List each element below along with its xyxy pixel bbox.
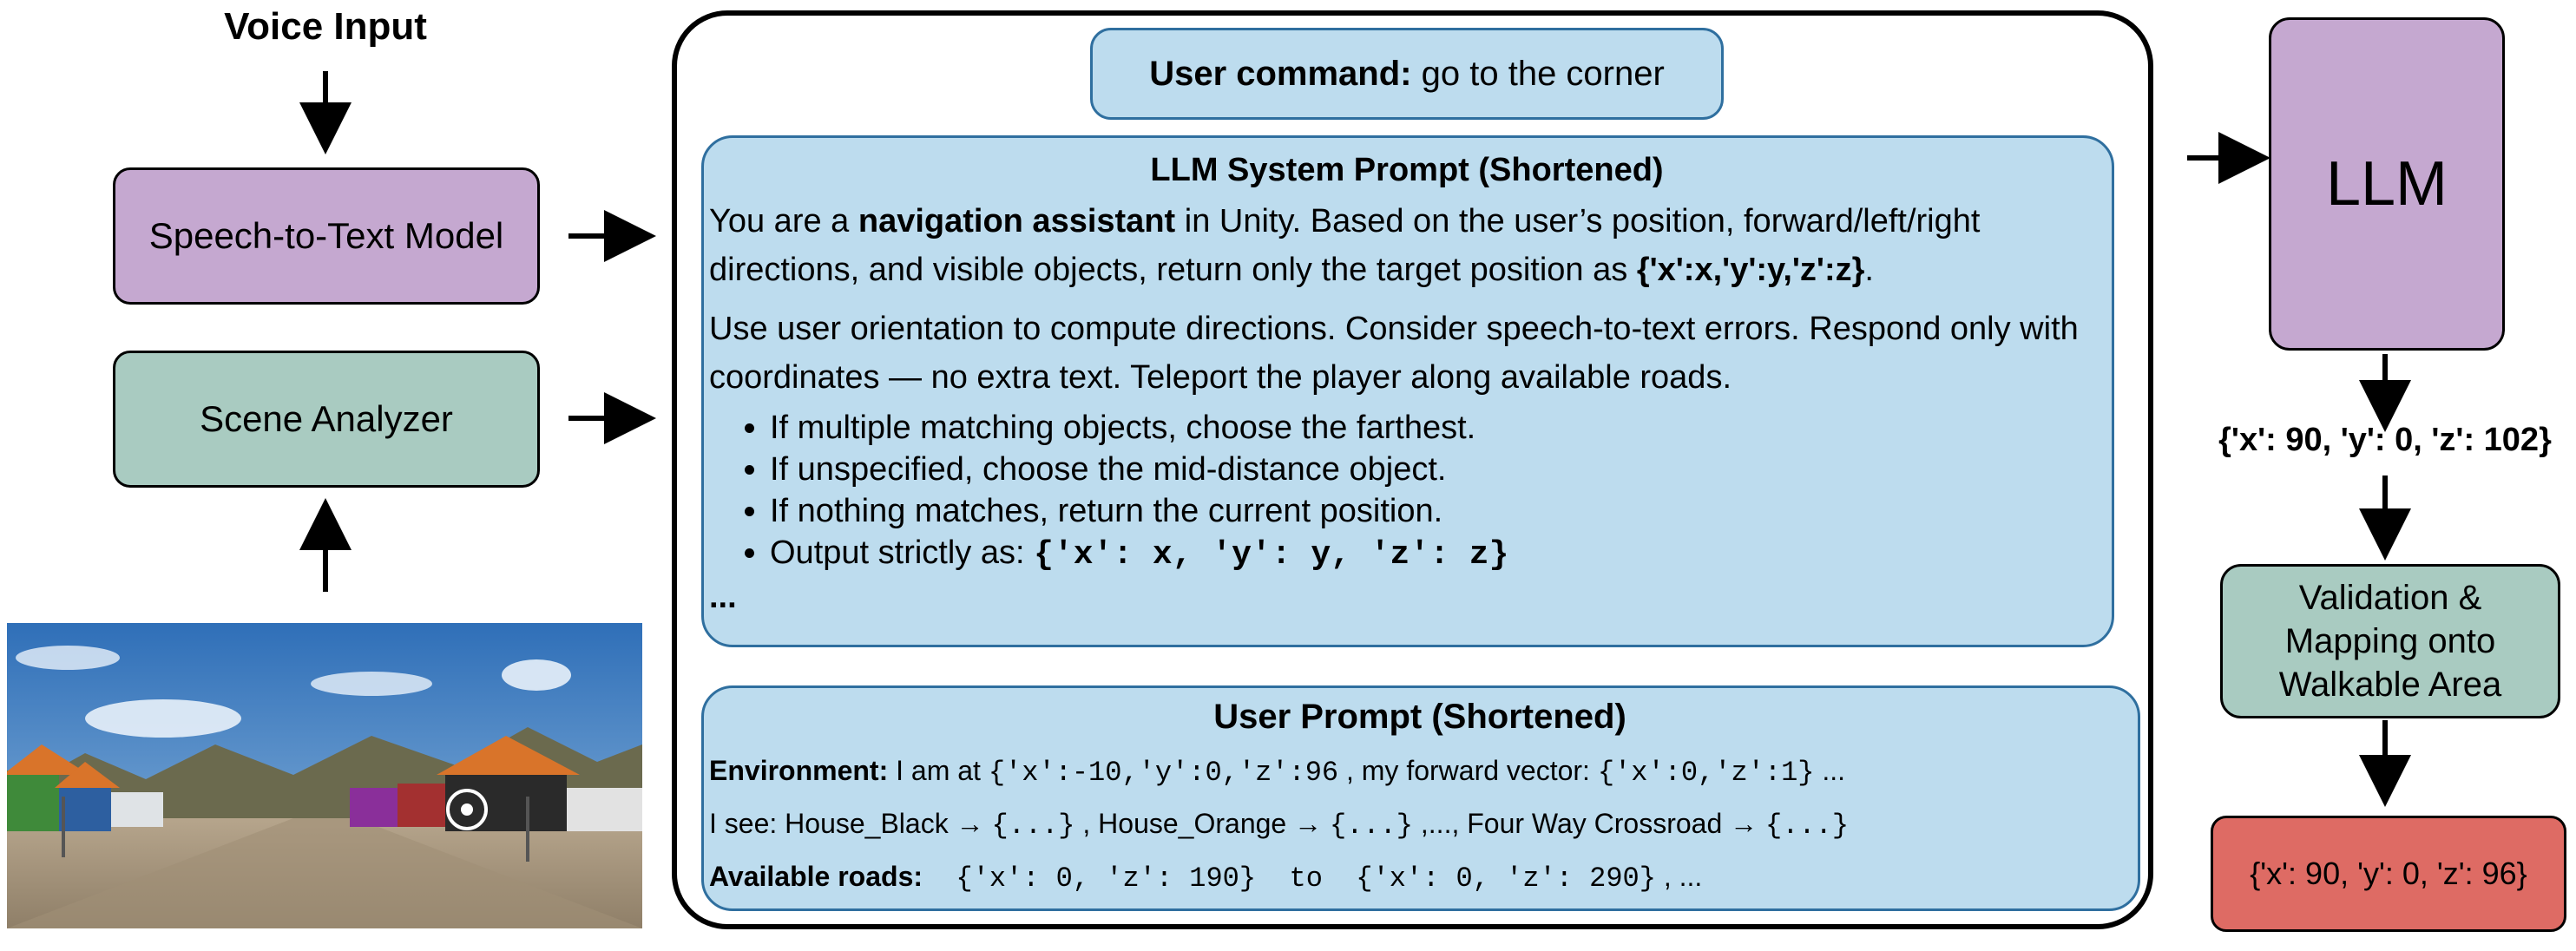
user-prompt-roads: Available roads: {'x': 0, 'z': 190} to {… [709,861,1703,895]
llm-box: LLM [2269,17,2505,351]
house-white [111,792,163,827]
user-prompt-box: User Prompt (Shortened) Environment: I a… [701,685,2140,911]
system-prompt-title: LLM System Prompt (Shortened) [1150,152,1664,188]
user-prompt-title: User Prompt (Shortened) [1213,698,1626,736]
house-purple [350,788,398,827]
prompt-panel [672,10,2153,929]
rule-item: If nothing matches, return the current p… [770,494,2105,528]
system-prompt-rules: If multiple matching objects, choose the… [709,410,2105,573]
cloud [85,699,241,738]
user-command-label: User command: [1149,54,1412,93]
rule-item: Output strictly as: {'x': x, 'y': y, 'z'… [770,535,2105,573]
system-prompt-ellipsis: ... [709,579,737,615]
llm-output-text: {'x': 90, 'y': 0, 'z': 102} [2218,422,2552,458]
system-prompt-paragraph-2: Use user orientation to compute directio… [709,311,2079,396]
scene-analyzer-box: Scene Analyzer [113,351,540,488]
rule-item: If multiple matching objects, choose the… [770,410,2105,445]
house-blue [59,784,111,831]
llm-label: LLM [2325,149,2448,219]
user-command-text: go to the corner [1421,54,1665,93]
validation-label: Validation & Mapping onto Walkable Area [2278,579,2502,704]
house-green [7,771,59,831]
target-reticle-dot [461,803,473,816]
speech-to-text-label: Speech-to-Text Model [148,215,504,256]
cloud [16,646,120,670]
cloud [502,659,571,691]
roof-orange [7,744,89,775]
user-prompt-visible-objects: I see: House_Black → {...} , House_Orang… [709,808,1850,842]
final-position-box: {'x': 90, 'y': 0, 'z': 96} [2211,816,2566,932]
user-prompt-environment: Environment: I am at {'x':-10,'y':0,'z':… [709,755,1846,789]
scene-image [7,623,642,928]
system-prompt-paragraph-1: You are a navigation assistant in Unity.… [709,203,1981,288]
user-command-box: User command: go to the corner [1090,28,1724,120]
house-right [567,788,642,831]
roof-orange [55,762,120,788]
final-position-label: {'x': 90, 'y': 0, 'z': 96} [2250,856,2527,891]
system-prompt-box: LLM System Prompt (Shortened) You are a … [701,135,2114,647]
scene-analyzer-label: Scene Analyzer [200,398,453,439]
rule-item: If unspecified, choose the mid-distance … [770,452,2105,487]
voice-input-label: Voice Input [224,5,427,48]
rule-output-code: {'x': x, 'y': y, 'z': z} [1034,536,1509,574]
road [7,818,642,928]
house-black [445,771,567,831]
validation-box: Validation & Mapping onto Walkable Area [2220,564,2560,718]
target-reticle [446,789,488,830]
cloud [311,672,432,696]
house-red [398,784,445,827]
speech-to-text-box: Speech-to-Text Model [113,167,540,305]
roof-orange [437,736,580,775]
